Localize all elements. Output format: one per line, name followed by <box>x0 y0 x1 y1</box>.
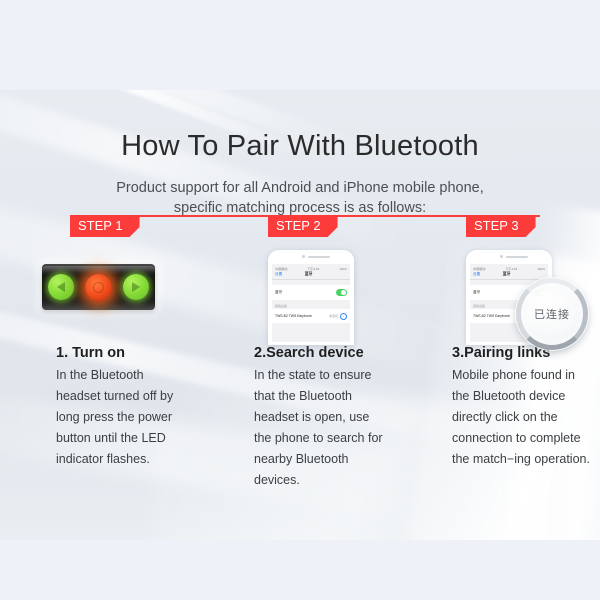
status-battery: 100% <box>537 266 545 271</box>
magnifier-icon: 已连接 <box>516 278 588 350</box>
bluetooth-toggle-switch[interactable] <box>336 289 347 296</box>
device-status-text: 未连接 <box>328 314 338 318</box>
earpiece-speaker-icon <box>506 255 528 258</box>
phone-nav-bar: 设置 蓝牙 <box>470 271 548 280</box>
step-1-artwork <box>42 250 246 345</box>
triangle-right-icon <box>132 282 141 292</box>
phone-earpiece-area <box>268 250 354 264</box>
bluetooth-toggle-label: 蓝牙 <box>473 290 481 294</box>
step-badge-1: STEP 1 <box>70 215 140 237</box>
power-dot-icon <box>92 281 104 293</box>
subtitle-line-1: Product support for all Android and iPho… <box>116 180 484 196</box>
bluetooth-headset-product-image <box>42 264 155 310</box>
back-button[interactable]: 设置 <box>275 272 283 276</box>
bluetooth-toggle-label: 蓝牙 <box>275 290 283 294</box>
other-devices-section-label: 其他设备 <box>275 304 288 308</box>
status-carrier: 中国移动 <box>275 267 288 271</box>
device-list-item[interactable]: TWS-B2 TWS Earphone 未连接 i <box>272 309 350 323</box>
phone-mockup-search: 中国移动 下午4:03 100% 设置 蓝牙 蓝牙 <box>268 250 354 345</box>
nav-title: 蓝牙 <box>304 272 313 276</box>
nav-title: 蓝牙 <box>502 272 511 276</box>
step-badge-2: STEP 2 <box>268 215 338 237</box>
step-3-body: Mobile phone found in the Bluetooth devi… <box>452 368 590 466</box>
step-badge-3: STEP 3 <box>466 215 536 237</box>
step-1-body: In the Bluetooth headset turned off by l… <box>56 368 174 466</box>
back-button[interactable]: 设置 <box>473 272 481 276</box>
page-subtitle: Product support for all Android and iPho… <box>0 178 600 218</box>
step-column-1: 1. Turn on In the Bluetooth headset turn… <box>42 250 246 470</box>
device-status: 未连接 i <box>328 312 347 320</box>
step-2-heading: 2.Search device <box>254 345 364 361</box>
status-carrier: 中国移动 <box>473 267 486 271</box>
earpiece-speaker-icon <box>308 255 330 258</box>
bluetooth-toggle-row[interactable]: 蓝牙 <box>272 285 350 300</box>
triangle-left-icon <box>56 282 65 292</box>
step-2-artwork: 中国移动 下午4:03 100% 设置 蓝牙 蓝牙 <box>254 250 444 345</box>
status-time: 下午4:03 <box>505 267 518 271</box>
page-title: How To Pair With Bluetooth <box>121 130 479 162</box>
step-badge-row: STEP 1 STEP 2 STEP 3 <box>0 215 600 239</box>
step-column-2: 中国移动 下午4:03 100% 设置 蓝牙 蓝牙 <box>254 250 444 491</box>
front-camera-icon <box>302 255 305 258</box>
phone-earpiece-area <box>466 250 552 264</box>
step-3-artwork: 中国移动 下午4:03 100% 设置 蓝牙 蓝牙 <box>452 250 600 350</box>
phone-nav-bar: 设置 蓝牙 <box>272 271 350 280</box>
step-3-heading: 3.Pairing links <box>452 345 551 361</box>
step-2-body: In the state to ensure that the Bluetoot… <box>254 368 383 487</box>
connected-label: 已连接 <box>534 309 570 321</box>
other-devices-section-label: 其他设备 <box>473 304 486 308</box>
status-time: 下午4:03 <box>307 267 320 271</box>
status-battery: 100% <box>339 266 347 271</box>
previous-track-button-icon <box>47 274 74 300</box>
step-1-heading: 1. Turn on <box>56 345 126 361</box>
front-camera-icon <box>500 255 503 258</box>
next-track-button-icon <box>123 274 150 300</box>
how-to-pair-banner: How To Pair With Bluetooth Product suppo… <box>0 90 600 540</box>
phone-status-bar: 中国移动 下午4:03 100% <box>470 264 548 271</box>
phone-status-bar: 中国移动 下午4:03 100% <box>272 264 350 271</box>
step-column-3: 中国移动 下午4:03 100% 设置 蓝牙 蓝牙 <box>452 250 600 470</box>
device-name: TWS-B2 TWS Earphone <box>275 314 312 318</box>
phone-screen: 中国移动 下午4:03 100% 设置 蓝牙 蓝牙 <box>272 264 350 342</box>
device-name: TWS-B2 TWS Earphone <box>473 314 510 318</box>
info-icon[interactable]: i <box>340 312 347 320</box>
subtitle-line-2: specific matching process is as follows: <box>173 200 427 216</box>
power-led-indicator-icon <box>84 273 112 301</box>
